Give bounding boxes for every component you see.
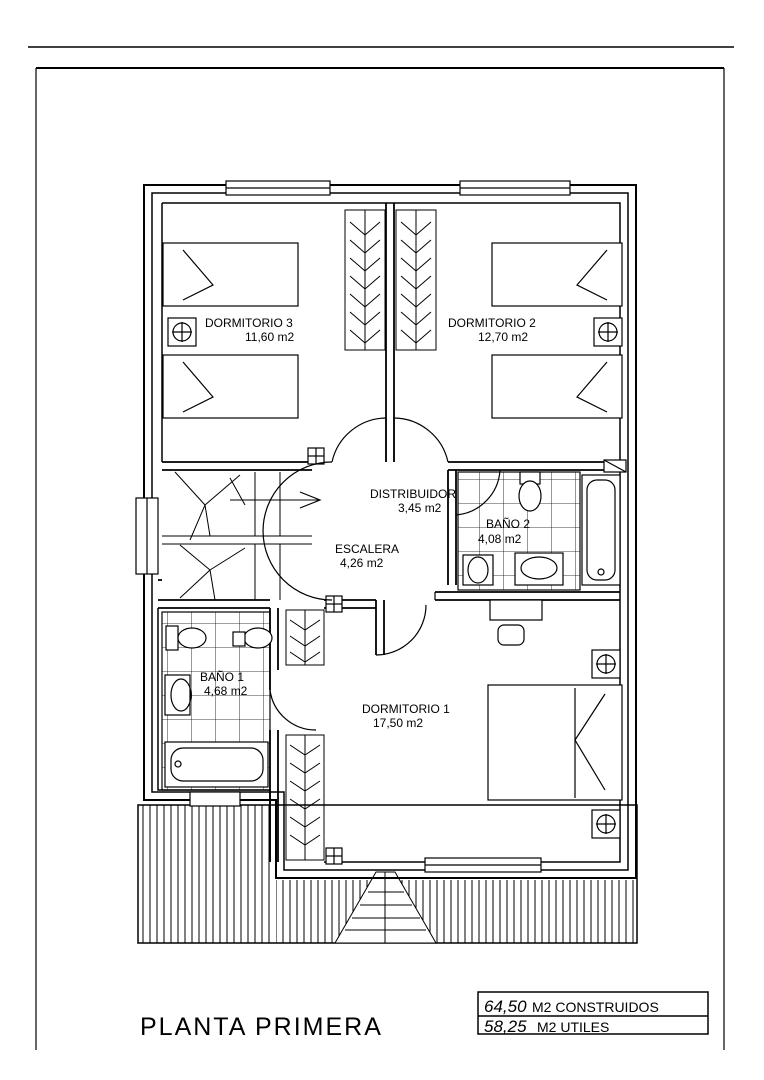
desk-chair: [489, 599, 543, 646]
sheet-frame: [28, 46, 734, 1050]
built-area-label: M2 CONSTRUIDOS: [532, 999, 659, 1015]
bathroom-2-fixtures: [457, 471, 621, 591]
beds: [162, 242, 623, 801]
escalera-area: 4,26 m2: [340, 556, 384, 570]
dormitorio-3-area: 11,60 m2: [245, 330, 294, 344]
wardrobes: [285, 209, 437, 861]
windows: [135, 180, 571, 873]
distribuidor-name: DISTRIBUIDOR: [370, 487, 456, 501]
plan-title: PLANTA PRIMERA: [140, 1013, 383, 1041]
bano-1-name: BAÑO 1: [200, 670, 244, 684]
useful-area-label: M2 UTILES: [537, 1019, 609, 1035]
area-summary-box: 64,50 M2 CONSTRUIDOS 58,25 M2 UTILES: [477, 991, 709, 1036]
bano-2-name: BAÑO 2: [486, 517, 530, 531]
bathroom-1-fixtures: [161, 611, 273, 791]
dormitorio-3-name: DORMITORIO 3: [205, 316, 293, 330]
dormitorio-2-name: DORMITORIO 2: [448, 316, 536, 330]
nightstands: [167, 317, 623, 839]
dormitorio-1-name: DORMITORIO 1: [362, 702, 450, 716]
terrace-steps: [334, 871, 437, 944]
doors: [262, 417, 501, 731]
useful-area-value: 58,25: [484, 1017, 527, 1036]
built-area-value: 64,50: [484, 997, 527, 1016]
dormitorio-2-area: 12,70 m2: [478, 330, 528, 344]
escalera-name: ESCALERA: [335, 542, 399, 556]
bano-1-area: 4,68 m2: [204, 684, 248, 698]
dormitorio-1-area: 17,50 m2: [373, 716, 423, 730]
room-labels: DORMITORIO 3 11,60 m2 DORMITORIO 2 12,70…: [200, 316, 536, 730]
bano-2-area: 4,08 m2: [478, 532, 522, 546]
staircase: [162, 471, 322, 601]
distribuidor-area: 3,45 m2: [398, 501, 442, 515]
